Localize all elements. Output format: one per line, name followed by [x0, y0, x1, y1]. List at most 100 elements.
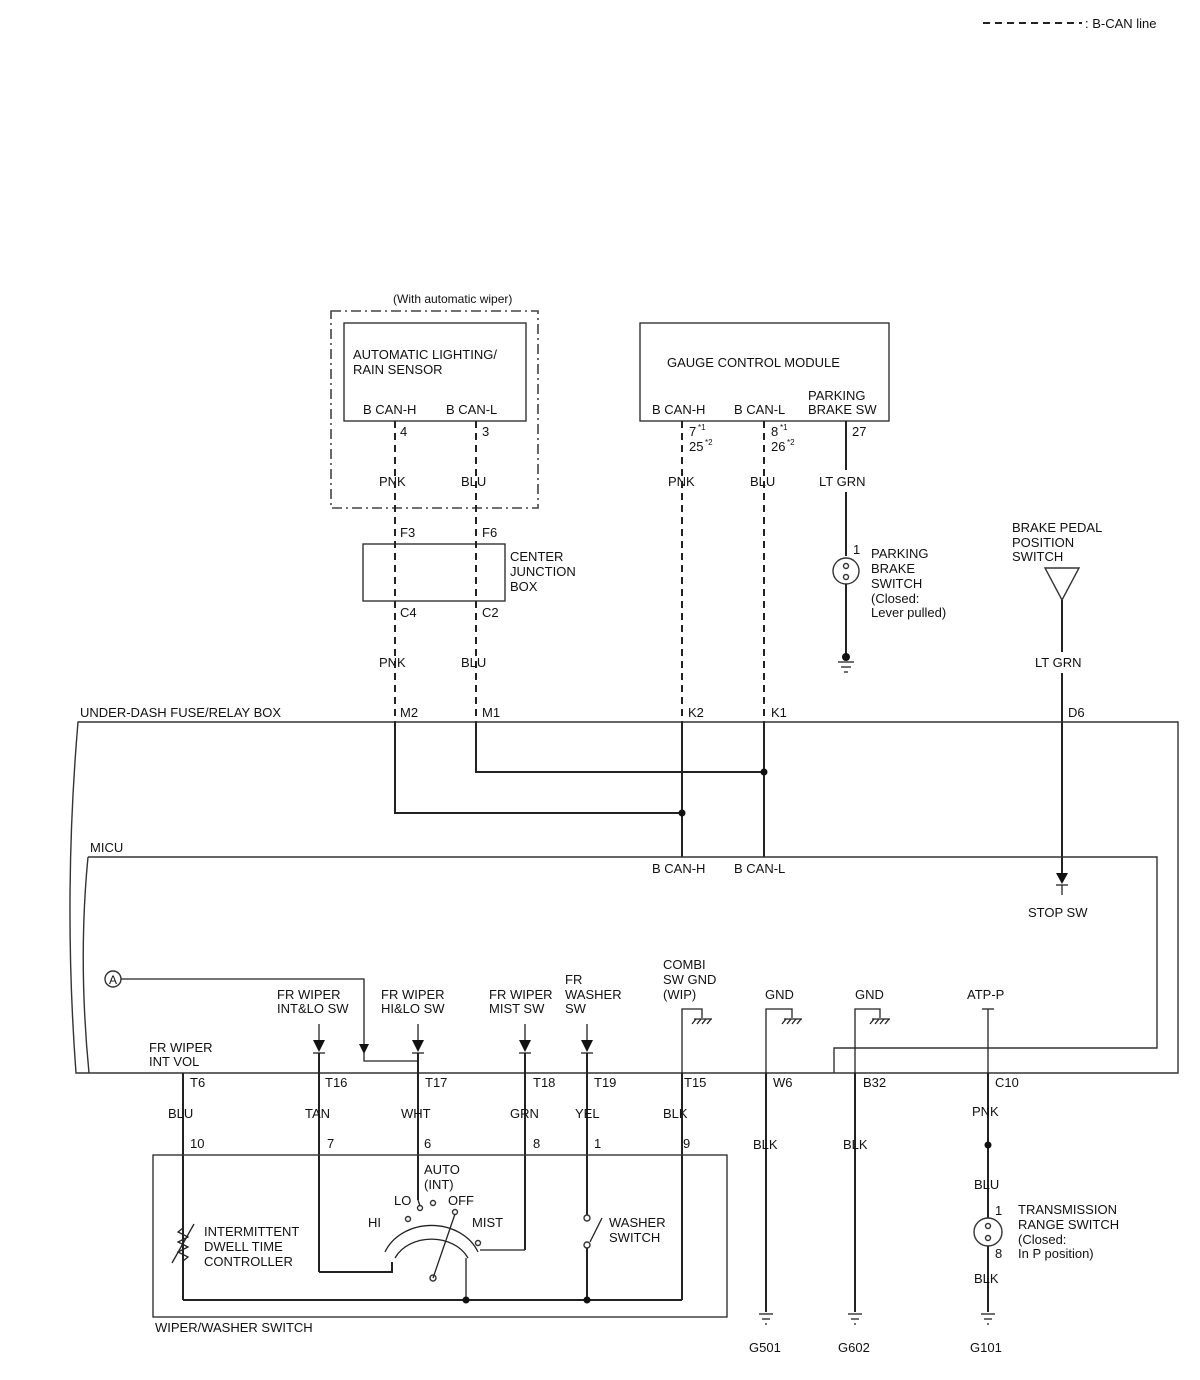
gauge-can-h-label: B CAN-H	[652, 402, 705, 417]
brake-pedal-switch-symbol	[1043, 567, 1081, 602]
washer-sw-label-3: SW	[565, 1001, 587, 1016]
gauge-can-l-label: B CAN-L	[734, 402, 785, 417]
fuse-pin-d6: D6	[1068, 705, 1085, 720]
gnd2-hatch	[869, 1018, 890, 1025]
trs-contact-1	[984, 1222, 992, 1230]
gauge-pin-pb: 27	[852, 424, 866, 439]
lead-lo	[417, 1199, 421, 1207]
combi-label-3: (WIP)	[663, 987, 696, 1002]
gnd-label-1: GND	[765, 987, 794, 1002]
intlo-arrow	[313, 1040, 325, 1052]
combi-gnd-wire	[681, 1008, 703, 1073]
washer-switch-label-1: WASHER	[609, 1215, 666, 1230]
pb-switch-label-5: Lever pulled)	[871, 605, 946, 620]
wire-t16-to-switch	[319, 1262, 393, 1273]
ground-g101: G101	[970, 1340, 1002, 1355]
fuse-pin-m1: M1	[482, 705, 500, 720]
can-l-junction-dot	[760, 768, 768, 776]
washer-contact-bottom	[583, 1241, 591, 1249]
gauge-sup-1b: *1	[780, 423, 788, 432]
center-junction-box-group: F3 F6 C4 C2 CENTER JUNCTION BOX PNK BLU	[362, 525, 576, 670]
trs-contact-2	[984, 1234, 992, 1242]
gauge-title: GAUGE CONTROL MODULE	[667, 355, 840, 370]
connector-a-arrow	[359, 1044, 369, 1054]
washer-switch-blade	[589, 1217, 603, 1243]
wiper-pin-9: 9	[683, 1136, 690, 1151]
trs-label-4: In P position)	[1018, 1246, 1094, 1261]
brake-pedal-label-3: SWITCH	[1012, 549, 1063, 564]
stop-sw-label: STOP SW	[1028, 905, 1088, 920]
pin-t6: T6	[190, 1075, 205, 1090]
pb-switch-label-2: BRAKE	[871, 561, 915, 576]
wiper-washer-switch-box	[152, 1154, 728, 1318]
dwell-resistor-arrow	[171, 1223, 195, 1264]
pin-t19: T19	[594, 1075, 616, 1090]
trs-label-2: RANGE SWITCH	[1018, 1217, 1119, 1232]
junction-pin-f3: F3	[400, 525, 415, 540]
gauge-sup-2b: *2	[787, 438, 795, 447]
gnd1-hatch	[781, 1018, 802, 1025]
rain-sensor-group: (With automatic wiper) AUTOMATIC LIGHTIN…	[330, 292, 539, 509]
fuse-relay-box-group: UNDER-DASH FUSE/RELAY BOX M2 M1 K2 K1 D6	[69, 705, 1179, 1074]
rain-sensor-pin-h: 4	[400, 424, 407, 439]
fuse-box-title: UNDER-DASH FUSE/RELAY BOX	[80, 705, 281, 720]
hilo-arrow	[412, 1040, 424, 1052]
hilo-label-1: FR WIPER	[381, 987, 445, 1002]
micu-group: MICU B CAN-H B CAN-L A FR WIPER INT VOL …	[82, 840, 1158, 1090]
junction-pin-f6: F6	[482, 525, 497, 540]
gauge-pb-label-1: PARKING	[808, 388, 866, 403]
wire-label-t17: WHT	[401, 1106, 431, 1121]
washer-contact-top	[583, 1214, 591, 1222]
washer-switch-label-2: SWITCH	[609, 1230, 660, 1245]
fuse-relay-box-outline	[69, 721, 1179, 1074]
pin-t15: T15	[684, 1075, 706, 1090]
junction-wire-l: BLU	[461, 655, 486, 670]
transmission-range-switch-symbol	[973, 1217, 1003, 1247]
hilo-label-2: HI&LO SW	[381, 1001, 445, 1016]
stop-sw-arrow	[1056, 873, 1068, 884]
parking-brake-switch-group: 1 PARKING BRAKE SWITCH (Closed: Lever pu…	[832, 421, 946, 673]
ground-g602: G602	[838, 1340, 870, 1355]
gauge-pin-h-2: 25	[689, 439, 703, 454]
bus-dot-1	[462, 1296, 470, 1304]
switch-hi-label: HI	[368, 1215, 381, 1230]
intlo-label-2: INT&LO SW	[277, 1001, 349, 1016]
gauge-pb-label-2: BRAKE SW	[808, 402, 877, 417]
micu-outline	[88, 856, 1158, 1073]
pin-t16: T16	[325, 1075, 347, 1090]
micu-title: MICU	[90, 840, 123, 855]
pb-switch-label-1: PARKING	[871, 546, 929, 561]
contact-hi	[404, 1215, 412, 1223]
controller-label-3: CONTROLLER	[204, 1254, 293, 1269]
wire-label-w6: BLK	[753, 1137, 778, 1152]
rain-sensor-wire-h: PNK	[379, 474, 406, 489]
wire-label-t19: YEL	[575, 1106, 600, 1121]
wiper-rotary-switch	[319, 1199, 525, 1300]
transmission-range-switch-group: 1 8 TRANSMISSION RANGE SWITCH (Closed: I…	[973, 1202, 1119, 1261]
junction-label-2: JUNCTION	[510, 564, 576, 579]
switch-pivot	[429, 1274, 437, 1282]
wiper-switch-title: WIPER/WASHER SWITCH	[155, 1320, 313, 1335]
rain-sensor-label-1: AUTOMATIC LIGHTING/	[353, 347, 497, 362]
can-l-internal	[475, 722, 764, 773]
switch-arc-outer	[384, 1224, 479, 1253]
pin-t17: T17	[425, 1075, 447, 1090]
switch-off-label: OFF	[448, 1193, 474, 1208]
combi-gnd-hatch	[691, 1018, 712, 1025]
washer-sw-label-2: WASHER	[565, 987, 622, 1002]
wire-label-t15: BLK	[663, 1106, 688, 1121]
pb-ground-dot	[842, 653, 850, 661]
wire-label-c10-bot: BLK	[974, 1271, 999, 1286]
brake-pedal-switch-group: BRAKE PEDAL POSITION SWITCH LT GRN STOP …	[1012, 520, 1102, 920]
intlo-label-1: FR WIPER	[277, 987, 341, 1002]
can-h-internal	[394, 722, 682, 814]
pin-c10: C10	[995, 1075, 1019, 1090]
contact-mist	[474, 1239, 482, 1247]
pin-t18: T18	[533, 1075, 555, 1090]
wire-label-t6: BLU	[168, 1106, 193, 1121]
pb-switch-label-3: SWITCH	[871, 576, 922, 591]
wire-label-t18: GRN	[510, 1106, 539, 1121]
wire-label-b32: BLK	[843, 1137, 868, 1152]
trs-pin-8: 8	[995, 1246, 1002, 1261]
combi-label-2: SW GND	[663, 972, 716, 987]
